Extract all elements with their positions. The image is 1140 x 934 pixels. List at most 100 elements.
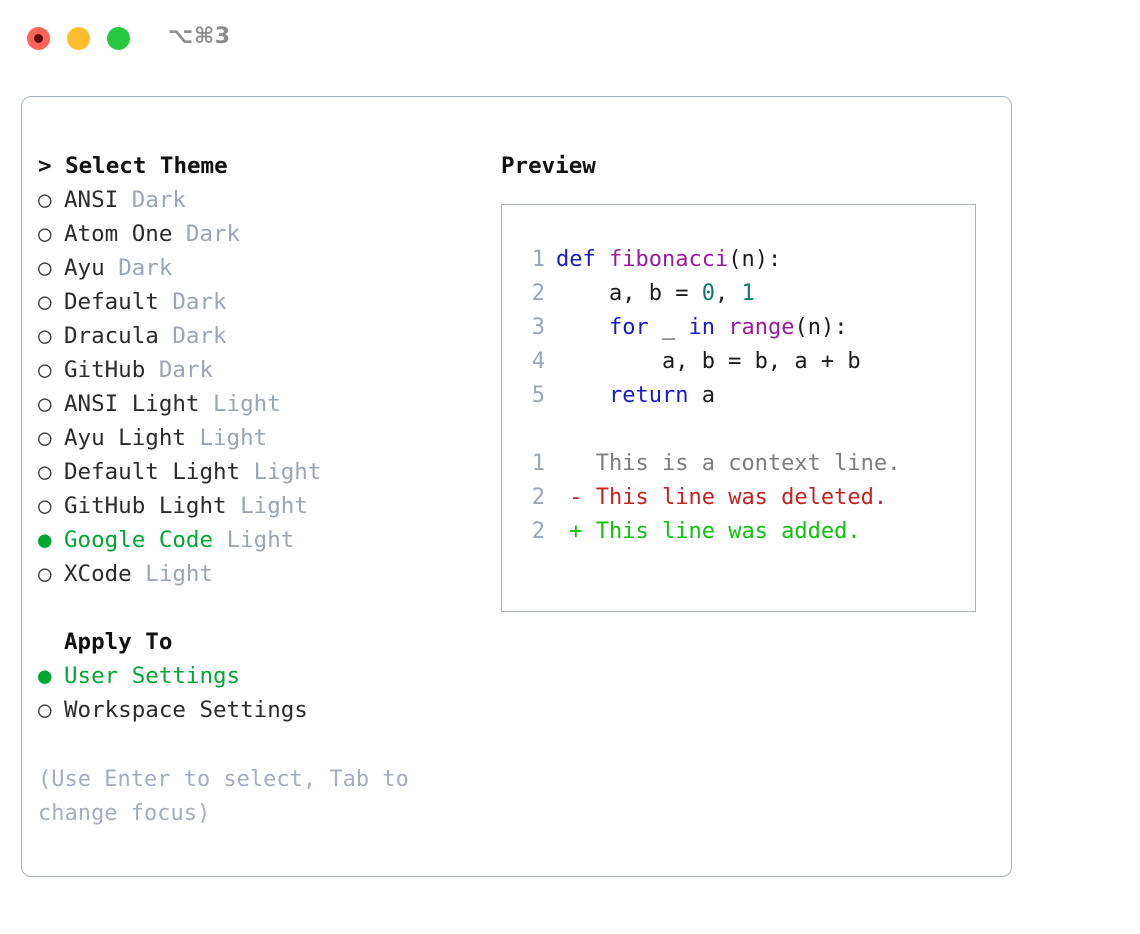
diff-line: 2 - This line was deleted.	[519, 481, 900, 515]
diff-sign: +	[556, 519, 583, 544]
apply-to-header-indent: ○	[38, 625, 64, 659]
window-titlebar: ⌥⌘3	[0, 0, 1140, 76]
diff-line: 2 + This line was added.	[519, 515, 900, 549]
theme-name-label: Ayu Light	[64, 425, 186, 451]
radio-unselected-icon: ○	[38, 255, 52, 281]
maximize-window-button[interactable]	[107, 27, 130, 50]
apply-to-option-list: ● User Settings ○Workspace Settings	[38, 659, 488, 727]
minimize-window-button[interactable]	[67, 27, 90, 50]
preview-column: Preview	[501, 149, 596, 183]
code-token	[556, 315, 609, 340]
code-token: 0	[701, 281, 715, 306]
theme-list: ○ANSI Dark○Atom One Dark○Ayu Dark○Defaul…	[38, 183, 488, 591]
code-token: _	[648, 315, 689, 340]
theme-list-item[interactable]: ○XCode Light	[38, 557, 488, 591]
theme-variant-label: Light	[240, 493, 308, 519]
radio-unselected-icon: ○	[38, 323, 52, 349]
line-number: 2	[531, 281, 545, 306]
code-line: 3 for _ in range(n):	[519, 311, 900, 345]
theme-name-label: ANSI	[64, 187, 119, 213]
close-window-indicator-dot	[34, 34, 43, 43]
radio-unselected-icon: ○	[38, 459, 52, 485]
diff-sign	[556, 451, 583, 476]
theme-list-item[interactable]: ○ Default Dark	[38, 285, 488, 319]
code-token: (n):	[728, 247, 782, 272]
theme-variant-label: Dark	[172, 289, 227, 315]
theme-name-label: Default	[64, 289, 159, 315]
code-token: 1	[741, 281, 755, 306]
diff-sign: -	[556, 485, 583, 510]
theme-variant-label: Dark	[185, 221, 241, 247]
radio-selected-icon: ●	[38, 663, 52, 689]
theme-list-item[interactable]: ○GitHub Light Light	[38, 489, 488, 523]
diff-text: This line was deleted.	[582, 485, 888, 510]
code-line: 2 a, b = 0, 1	[519, 277, 900, 311]
code-line: 5 return a	[519, 379, 900, 413]
theme-variant-label: Light	[226, 527, 295, 553]
select-theme-header: > Select Theme	[38, 153, 228, 179]
line-number: 1	[531, 247, 545, 272]
theme-variant-label: Light	[213, 391, 281, 417]
code-token: a, b =	[556, 281, 702, 306]
theme-list-item[interactable]: ○ GitHub Dark	[38, 353, 488, 387]
radio-unselected-icon: ○	[38, 493, 52, 519]
theme-list-column: > Select Theme ○ANSI Dark○Atom One Dark○…	[38, 149, 488, 727]
radio-unselected-icon: ○	[38, 391, 52, 417]
apply-to-option-label: User Settings	[64, 663, 241, 689]
code-token	[556, 383, 609, 408]
radio-unselected-icon: ○	[38, 221, 52, 247]
radio-unselected-icon: ○	[38, 357, 52, 383]
line-number: 4	[531, 349, 545, 374]
line-number: 5	[531, 383, 545, 408]
theme-name-label: Atom One	[64, 221, 173, 247]
code-token: fibonacci	[609, 247, 729, 272]
code-token: a	[688, 383, 715, 408]
theme-variant-label: Dark	[172, 323, 227, 349]
theme-list-item[interactable]: ○Default Light Light	[38, 455, 488, 489]
code-token: in	[688, 315, 715, 340]
preview-title: Preview	[501, 153, 596, 179]
theme-variant-label: Light	[145, 561, 214, 587]
code-token	[596, 247, 609, 272]
theme-variant-label: Light	[253, 459, 322, 485]
line-number: 2	[531, 519, 545, 544]
apply-to-header-label: Apply To	[64, 629, 173, 655]
preview-section-spacer	[519, 413, 900, 447]
theme-variant-label: Dark	[131, 187, 186, 213]
theme-list-item[interactable]: ● Google Code Light	[38, 523, 488, 557]
radio-unselected-icon: ○	[38, 289, 52, 315]
diff-text: This line was added.	[582, 519, 861, 544]
theme-list-item[interactable]: ○Ayu Light Light	[38, 421, 488, 455]
code-token: return	[608, 383, 689, 408]
code-token: for	[608, 315, 649, 340]
theme-list-item[interactable]: ○Dracula Dark	[38, 319, 488, 353]
radio-unselected-icon: ○	[38, 425, 52, 451]
theme-variant-label: Dark	[158, 357, 214, 383]
theme-list-item[interactable]: ○ANSI Light Light	[38, 387, 488, 421]
theme-selection-dialog: > Select Theme ○ANSI Dark○Atom One Dark○…	[21, 96, 1012, 877]
code-line: 4 a, b = b, a + b	[519, 345, 900, 379]
apply-to-option[interactable]: ● User Settings	[38, 659, 488, 693]
radio-unselected-icon: ○	[38, 187, 52, 213]
radio-unselected-icon: ○	[38, 561, 52, 587]
diff-line: 1 This is a context line.	[519, 447, 901, 481]
theme-name-label: GitHub	[64, 357, 146, 383]
code-token: ,	[714, 281, 742, 306]
apply-to-header: ○Apply To	[38, 625, 488, 659]
code-token: (n):	[794, 315, 848, 340]
theme-name-label: Google Code	[64, 527, 214, 553]
keyboard-hint-text: (Use Enter to select, Tab to change focu…	[38, 767, 409, 826]
theme-variant-label: Dark	[118, 255, 173, 281]
theme-list-item[interactable]: ○ Ayu Dark	[38, 251, 488, 285]
apply-to-option[interactable]: ○Workspace Settings	[38, 693, 488, 727]
line-number: 1	[531, 451, 545, 476]
theme-name-label: Ayu	[64, 255, 105, 281]
code-token: range	[728, 315, 795, 340]
theme-list-item[interactable]: ○ ANSI Dark	[38, 183, 488, 217]
theme-list-item[interactable]: ○ Atom One Dark	[38, 217, 488, 251]
radio-selected-icon: ●	[38, 527, 52, 553]
